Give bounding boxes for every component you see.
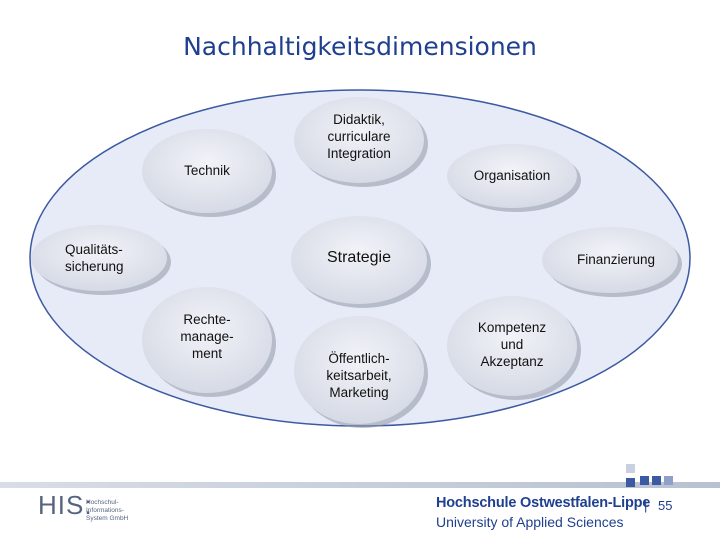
didaktik-node [294, 97, 424, 183]
technik-node [142, 129, 272, 213]
finanzierung-node [542, 227, 678, 293]
node-label-technik: Technik [184, 163, 230, 178]
footer-separator: | [644, 498, 648, 513]
kompetenz-node [447, 296, 577, 396]
footer-bar [0, 482, 720, 488]
node-label-kompetenz: Kompetenz und Akzeptanz [477, 320, 547, 369]
square-1 [626, 464, 635, 473]
square-2 [640, 476, 649, 485]
oeffentlich-node [294, 316, 424, 424]
node-label-oeffentlich: Öffentlich- keitsarbeit, Marketing [326, 351, 392, 400]
his-subtitle: Hochschul- Informations- System GmbH [86, 499, 129, 522]
qualitaet-node [31, 225, 167, 291]
slide-title: Nachhaltigkeitsdimensionen [183, 32, 537, 61]
node-label-qualitaet: Qualitäts- sicherung [65, 242, 124, 274]
university-name: Hochschule Ostwestfalen-Lippe [436, 495, 651, 511]
square-4 [664, 476, 673, 485]
node-label-organisation: Organisation [473, 168, 551, 183]
strategie-node [291, 216, 427, 304]
organisation-node [447, 144, 577, 208]
node-label-recht: Rechte- manage- ment [180, 312, 234, 361]
node-label-strategie: Strategie [326, 249, 392, 266]
node-label-finanzierung: Finanzierung [576, 252, 656, 267]
page-number: 55 [658, 498, 673, 513]
square-5 [626, 478, 635, 487]
node-label-didaktik: Didaktik, curriculare Integration [327, 112, 391, 161]
square-3 [652, 476, 661, 485]
recht-node [142, 287, 272, 393]
his-logo: HIS: [38, 490, 93, 520]
university-subtitle: University of Applied Sciences [436, 514, 624, 530]
